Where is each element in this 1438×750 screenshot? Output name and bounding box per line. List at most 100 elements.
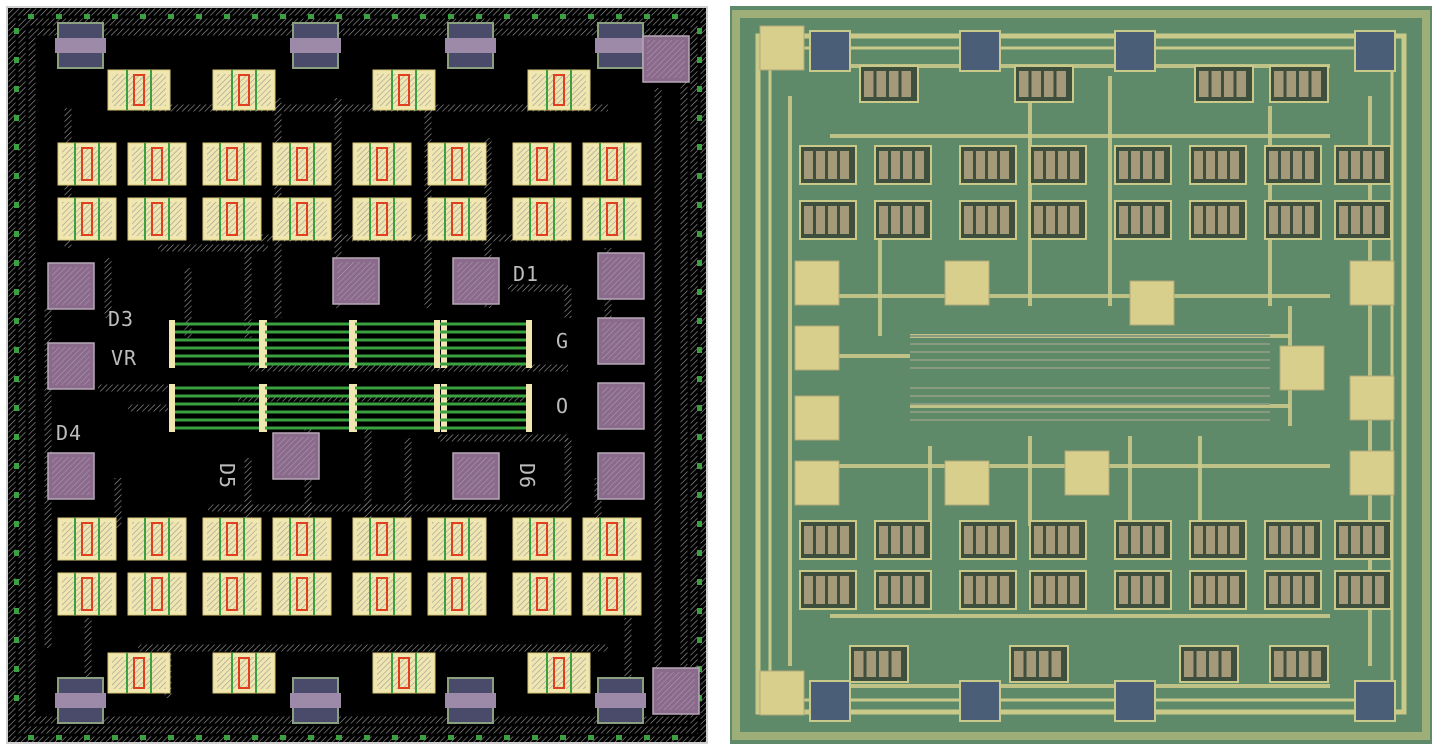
gate [376,147,388,181]
die-transistor [1269,65,1329,103]
ring-contact [140,14,146,19]
gate [296,147,308,181]
die-transistor-finger [1281,576,1290,604]
die-transistor-finger [1014,651,1024,677]
die-transistor-finger [1218,526,1227,554]
gate [398,657,410,689]
ring-contact [448,735,454,740]
resistor-contact [441,384,447,432]
die-transistor-finger [1281,206,1290,234]
die-transistor-finger [1058,151,1067,179]
die-transistor-finger [1131,151,1140,179]
ring-contact [14,637,19,643]
transistor-cell [427,572,487,616]
gate [376,577,388,611]
die-transistor [1264,145,1322,185]
die-bond-pad [1349,260,1395,306]
die-transistor-finger [1339,576,1348,604]
metal-overlay [532,74,586,106]
die-transistor-finger [1339,526,1348,554]
die-bond-pad [1279,345,1325,391]
die-transistor-finger [1199,71,1209,97]
ring-contact [532,735,538,740]
die-transistor-finger [1034,526,1043,554]
ring-contact [56,735,62,740]
ring-contact [697,347,702,353]
transistor-cell [352,142,412,186]
gate [451,202,463,236]
die-transistor-finger [988,526,997,554]
transistor-cell [272,142,332,186]
metal-overlay [277,202,327,236]
gate [151,577,163,611]
gate [151,147,163,181]
die-transistor-finger [891,576,900,604]
gate [296,522,308,556]
die-transistor-finger [1000,576,1009,604]
die-transistor [1189,145,1247,185]
transistor-cell [582,197,642,241]
die-transistor-finger [1363,206,1372,234]
transistor-cell [127,517,187,561]
metal-overlay [517,577,567,611]
die-transistor-finger [976,206,985,234]
transistor-cell [57,142,117,186]
die-transistor [1264,200,1322,240]
die-transistor-finger [915,526,924,554]
die-transistor-finger [1000,526,1009,554]
transistor-cell [512,517,572,561]
die-transistor-finger [1143,576,1152,604]
die-transistor-finger [1230,526,1239,554]
die-transistor [1334,145,1392,185]
die-transistor-finger [1119,206,1128,234]
die-transistor-finger [1046,151,1055,179]
die-transistor [959,570,1017,610]
resistor-contact [169,384,175,432]
ring-contact [112,735,118,740]
transistor-cell [512,197,572,241]
die-transistor-finger [879,576,888,604]
die-transistor-finger [1184,651,1194,677]
die-photo-view [730,6,1432,744]
capacitor-plate [290,38,341,53]
die-transistor-finger [1019,71,1029,97]
gate [451,147,463,181]
resistor-contact [526,384,532,432]
die-transistor-finger [1206,151,1215,179]
resistor-contact [349,320,355,368]
ring-contact [168,735,174,740]
die-transistor-finger [1155,206,1164,234]
ring-contact [697,115,702,121]
ring-contact [697,289,702,295]
die-bond-pad [1129,280,1175,326]
transistor-cell [127,142,187,186]
ring-contact [224,735,230,740]
die-transistor-finger [1236,71,1246,97]
die-transistor-finger [1230,206,1239,234]
resistor-contact [526,320,532,368]
gate [238,74,250,106]
die-transistor-finger [1194,526,1203,554]
die-transistor-finger [1155,576,1164,604]
ring-contact [504,735,510,740]
bond-pad-hatch [602,257,640,295]
capacitor-plate [55,693,106,708]
die-bond-pad [794,460,840,506]
die-transistor-finger [1305,151,1314,179]
die-transistor [959,145,1017,185]
gate [133,74,145,106]
gate [536,147,548,181]
die-transistor-finger [1034,151,1043,179]
ring-contact [697,28,702,34]
die-capacitor [1354,680,1396,722]
capacitor-plate [595,693,646,708]
transistor-cell [372,69,436,111]
die-transistor-finger [1196,651,1206,677]
metal-overlay [112,74,166,106]
transistor-cell [107,652,171,694]
die-transistor-finger [1211,71,1221,97]
die-transistor-finger [804,526,813,554]
die-transistor [874,200,932,240]
die-bond-pad [1349,375,1395,421]
die-transistor [859,65,919,103]
